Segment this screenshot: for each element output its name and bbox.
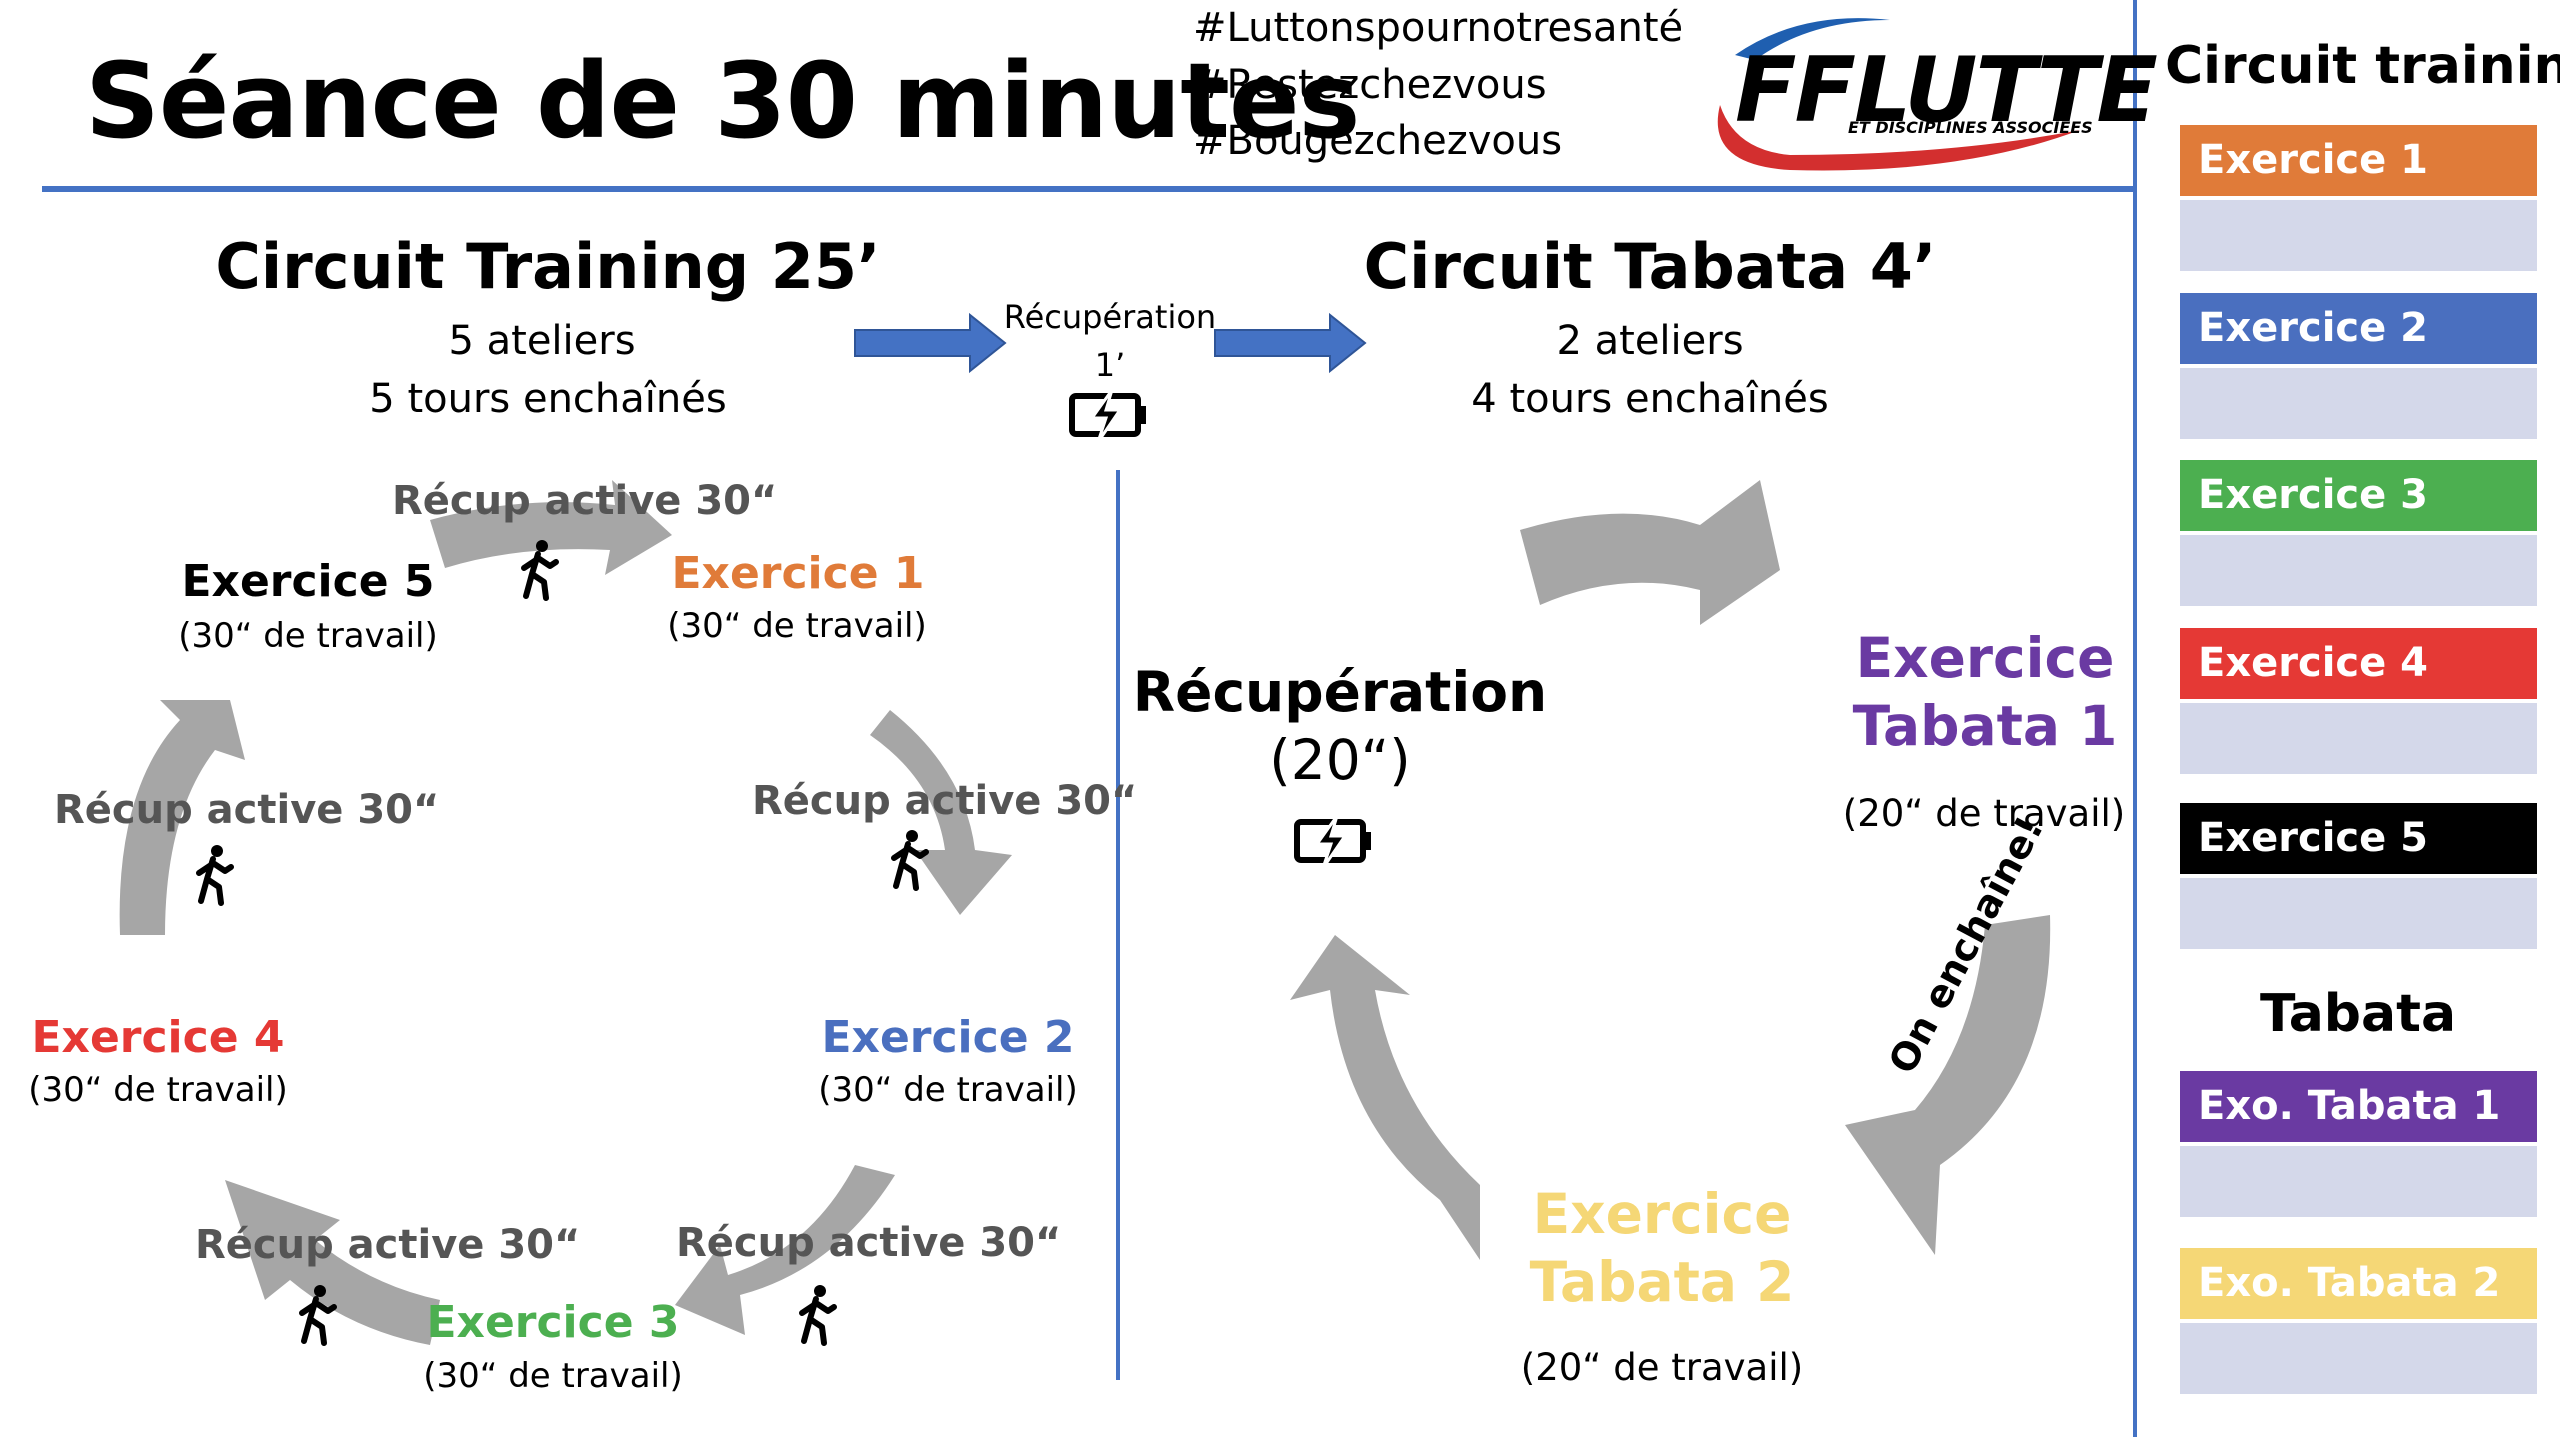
battery-charging-icon: [1072, 390, 1146, 442]
legend-exercise-4-blank: [2180, 703, 2537, 774]
hashtag-1: #Luttonspournotresanté: [1193, 5, 1684, 51]
legend-circuit-title: Circuit training: [2165, 36, 2560, 96]
tabata-recovery-duration: (20“): [1269, 728, 1411, 792]
exercise-2-work: (30“ de travail): [818, 1070, 1078, 1110]
transition-duration: 1’: [1094, 346, 1126, 384]
circuit-arrows: [119, 480, 1012, 1345]
recup-label-5-1: Récup active 30“: [392, 478, 778, 524]
walking-person-icon: [802, 1285, 834, 1343]
recup-label-4-5: Récup active 30“: [54, 787, 440, 833]
exercise-3-label: Exercice 3: [426, 1297, 680, 1348]
page-title: Séance de 30 minutes: [85, 40, 1360, 162]
tabata-arrow-left: [1290, 935, 1480, 1260]
recup-label-3-4: Récup active 30“: [195, 1222, 581, 1268]
hashtag-3: #Bougezchezvous: [1193, 118, 1563, 164]
exercise-5-label: Exercice 5: [181, 556, 435, 607]
legend-exercise-3: Exercice 3: [2180, 460, 2537, 531]
battery-charging-icon: [1297, 816, 1371, 868]
legend-exercise-2: Exercice 2: [2180, 293, 2537, 364]
tabata-arrow-on-enchaine: [1845, 915, 2051, 1255]
legend-exercise-1: Exercice 1: [2180, 125, 2537, 196]
legend-tabata-title: Tabata: [2259, 984, 2457, 1044]
exercise-1-label: Exercice 1: [671, 548, 925, 599]
exercise-4-label: Exercice 4: [31, 1012, 285, 1063]
tabata-1-line2: Tabata 1: [1852, 694, 2118, 758]
legend-exercise-4: Exercice 4: [2180, 628, 2537, 699]
circuit-training-heading: Circuit Training 25’: [215, 230, 881, 303]
circuit-arrow-3-4: [225, 1180, 440, 1345]
tabata-2-work: (20“ de travail): [1520, 1346, 1804, 1389]
tabata-2-line1: Exercice: [1532, 1182, 1792, 1246]
circuit-arrow-5-1: [430, 480, 672, 575]
exercise-1-work: (30“ de travail): [667, 606, 927, 646]
exercise-3-work: (30“ de travail): [423, 1356, 683, 1396]
legend-exercise-1-blank: [2180, 200, 2537, 271]
exercise-5-work: (30“ de travail): [178, 616, 438, 656]
circuit-arrow-2-3: [675, 1165, 895, 1335]
tabata-1-work: (20“ de travail): [1842, 792, 2126, 835]
tabata-1-line1: Exercice: [1855, 626, 2115, 690]
logo-swoosh-red: [1717, 105, 2080, 171]
walking-person-icon: [199, 845, 231, 903]
circuit-training-tours: 5 tours enchaînés: [369, 376, 727, 422]
legend-exercise-5-blank: [2180, 878, 2537, 949]
recup-label-1-2: Récup active 30“: [752, 778, 1138, 824]
circuit-training-ateliers: 5 ateliers: [448, 318, 636, 364]
blue-arrow-right: [1214, 312, 1367, 374]
blue-arrow-left: [854, 312, 1007, 374]
hashtag-2: #Restezchezvous: [1193, 62, 1547, 108]
circuit-tabata-ateliers: 2 ateliers: [1556, 318, 1744, 364]
tabata-arrows: [1290, 480, 2051, 1260]
legend-tabata-2: Exo. Tabata 2: [2180, 1248, 2537, 1319]
logo-tagline: ET DISCIPLINES ASSOCIÉES: [1848, 118, 2093, 137]
tabata-recovery-label: Récupération: [1132, 660, 1548, 724]
legend-exercise-5: Exercice 5: [2180, 803, 2537, 874]
logo-text: FFLUTTE: [1735, 38, 2158, 143]
walking-person-icon: [894, 830, 926, 888]
recup-label-2-3: Récup active 30“: [676, 1220, 1062, 1266]
transition-label: Récupération: [1003, 298, 1217, 336]
exercise-2-label: Exercice 2: [821, 1012, 1075, 1063]
legend-tabata-1-blank: [2180, 1146, 2537, 1217]
exercise-4-work: (30“ de travail): [28, 1070, 288, 1110]
circuit-arrow-4-5: [119, 700, 245, 935]
circuit-tabata-tours: 4 tours enchaînés: [1471, 376, 1829, 422]
logo-swoosh-blue: [1735, 18, 1890, 60]
legend-tabata-2-blank: [2180, 1323, 2537, 1394]
legend-exercise-3-blank: [2180, 535, 2537, 606]
legend-exercise-2-blank: [2180, 368, 2537, 439]
legend-tabata-1: Exo. Tabata 1: [2180, 1071, 2537, 1142]
tabata-2-line2: Tabata 2: [1529, 1250, 1795, 1314]
circuit-arrow-1-2: [870, 710, 1012, 915]
circuit-tabata-heading: Circuit Tabata 4’: [1363, 230, 1937, 303]
tabata-arrow-top: [1520, 480, 1780, 625]
